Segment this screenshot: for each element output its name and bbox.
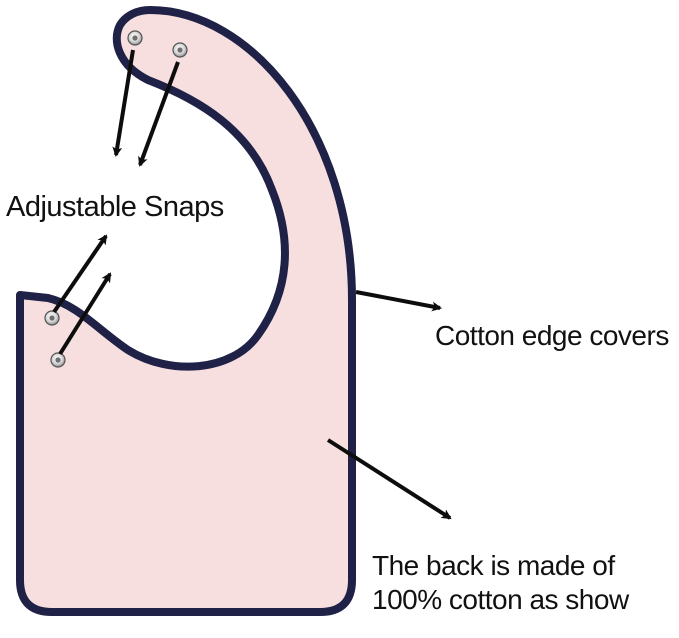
back-material-label: The back is made of 100% cotton as show [372,549,629,617]
bib-body [16,6,356,616]
adjustable-snaps-label: Adjustable Snaps [6,191,224,223]
snap-top-right [172,42,188,58]
arrow-back [326,438,452,520]
snap-top-left [127,30,143,46]
arrow-snap-top-right [138,61,180,167]
arrow-snap-top-left [112,49,135,157]
back-material-label-line-1: The back is made of [372,550,615,581]
snap-side-upper [44,310,60,326]
cotton-edge-covers-label: Cotton edge covers [435,320,669,351]
back-material-label-line-2: 100% cotton as show [372,584,629,615]
arrow-snap-side-lower [58,272,112,356]
snap-side-lower [50,352,66,368]
arrow-snap-side-upper [52,234,108,314]
arrow-edge [355,290,442,312]
